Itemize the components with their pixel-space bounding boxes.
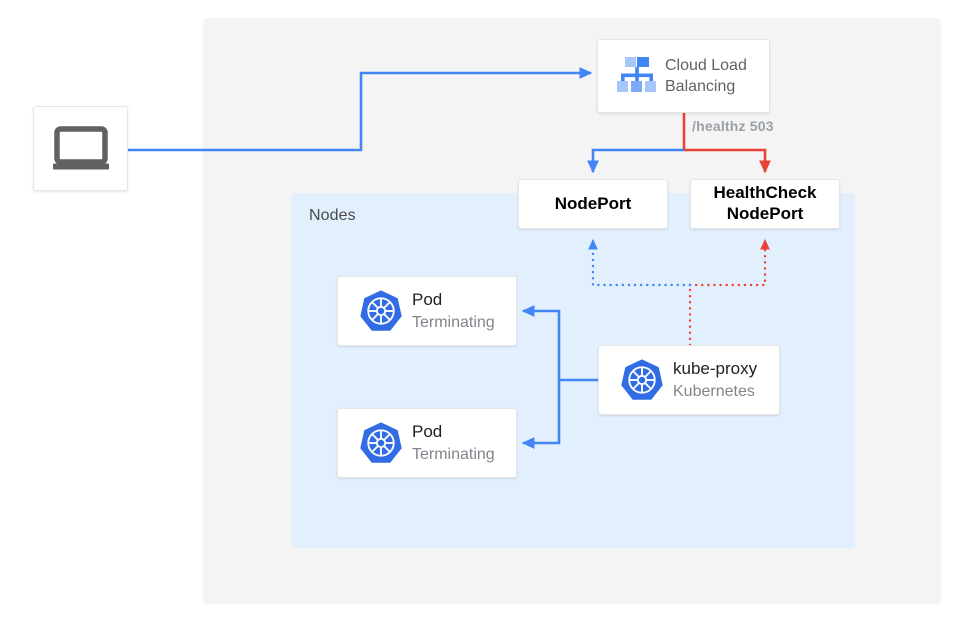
healthcheck-nodeport-label-line2: NodePort	[726, 204, 804, 223]
pod-node-2[interactable]: Pod Terminating	[337, 408, 517, 478]
pod-node-1[interactable]: Pod Terminating	[337, 276, 517, 346]
kube-proxy-title: kube-proxy	[673, 359, 758, 379]
pod-node-2-title: Pod	[412, 422, 443, 442]
kube-proxy-text: kube-proxy Kubernetes	[673, 358, 779, 402]
pod-node-2-text: Pod Terminating	[412, 421, 516, 465]
healthz-503-label: /healthz 503	[692, 118, 774, 134]
pod-node-1-title: Pod	[412, 290, 443, 310]
nodeport-node[interactable]: NodePort	[518, 179, 668, 229]
laptop-icon	[52, 125, 110, 172]
kube-proxy-node[interactable]: kube-proxy Kubernetes	[598, 345, 780, 415]
pod-node-1-status: Terminating	[412, 313, 495, 331]
kubernetes-icon	[350, 421, 412, 465]
nodeport-label: NodePort	[554, 193, 632, 213]
kubernetes-icon	[611, 358, 673, 402]
kubernetes-icon	[350, 289, 412, 333]
nodes-region-label: Nodes	[309, 207, 356, 224]
cloud-load-balancing-title-line1: Cloud Load	[665, 56, 747, 74]
healthcheck-nodeport-label-line1: HealthCheck	[713, 183, 817, 203]
cloud-load-balancing-icon	[609, 55, 665, 97]
cloud-load-balancing-title-line2: Balancing	[665, 78, 736, 95]
pod-node-1-text: Pod Terminating	[412, 289, 516, 333]
pod-node-2-status: Terminating	[412, 445, 495, 463]
client-node[interactable]	[33, 106, 128, 191]
kube-proxy-subtitle: Kubernetes	[673, 382, 755, 400]
